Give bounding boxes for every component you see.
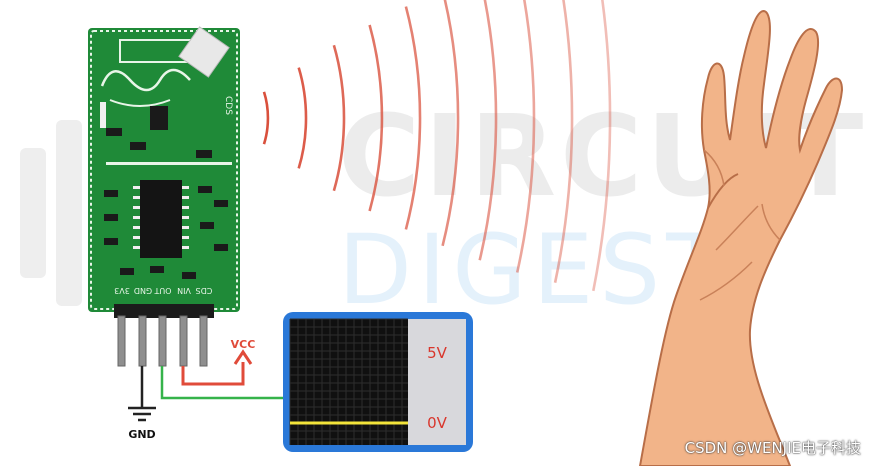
vcc-wire xyxy=(181,362,245,386)
pin-label: VIN xyxy=(177,286,191,295)
scope-high-label: 5V xyxy=(427,344,448,362)
out-wire xyxy=(160,366,290,400)
radar-wave-arc xyxy=(368,24,384,212)
radar-wave-arc xyxy=(262,91,270,145)
radar-wave-arc xyxy=(332,44,346,192)
pin-label: CDS xyxy=(196,286,213,295)
ic-crystal xyxy=(178,26,230,78)
oscilloscope: 5V 0V xyxy=(283,312,473,452)
radar-wave-arc xyxy=(515,0,536,273)
hand-illustration xyxy=(638,10,844,466)
credit-text: CSDN @WENJIE电子科技 xyxy=(684,439,861,457)
pin-label: OUT xyxy=(154,286,171,295)
radar-waves xyxy=(262,0,612,292)
pcb-board xyxy=(88,28,240,312)
arrow-up-icon xyxy=(233,349,253,365)
radar-wave-arc xyxy=(441,0,460,247)
scope-screen xyxy=(290,319,408,445)
pin-label: GND xyxy=(134,286,152,295)
scope-panel xyxy=(408,319,466,445)
watermark-sub: DIGEST xyxy=(338,214,731,326)
scope-low-label: 0V xyxy=(427,414,448,432)
radar-wave-arc xyxy=(478,0,498,261)
header-pins xyxy=(114,304,214,367)
radar-wave-arc xyxy=(553,0,574,283)
vcc-label: VCC xyxy=(231,338,256,351)
gnd-label: GND xyxy=(128,428,155,441)
main-ic xyxy=(140,180,182,258)
ground-symbol-icon xyxy=(128,406,156,422)
radar-wave-arc xyxy=(404,6,422,230)
chip-label: CDS xyxy=(223,96,233,115)
pin-label: 3V3 xyxy=(114,286,130,295)
transistor xyxy=(150,106,168,130)
radar-wave-arc xyxy=(297,67,308,169)
radar-wave-arc xyxy=(592,0,612,292)
